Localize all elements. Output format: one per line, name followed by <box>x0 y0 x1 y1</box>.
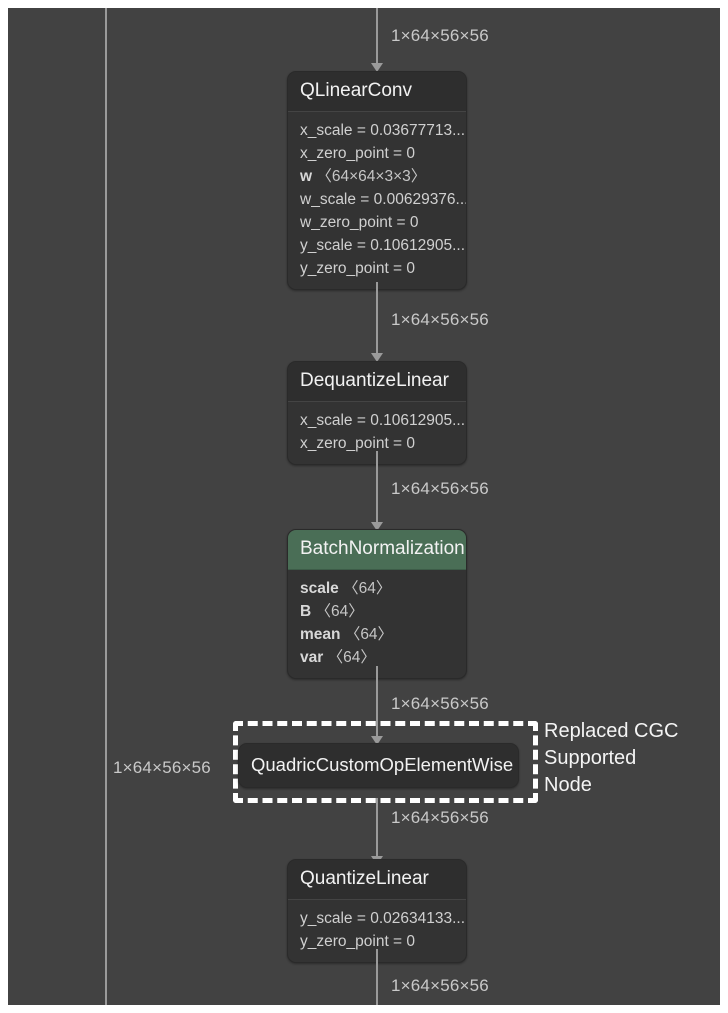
node-title-dequantizelinear: DequantizeLinear <box>288 362 466 402</box>
edge-arrowhead-qlinearconv <box>371 63 383 72</box>
annotation-line-2: Supported <box>544 747 637 769</box>
node-dequantizelinear[interactable]: DequantizeLinear x_scale = 0.10612905...… <box>287 361 467 465</box>
attr-b-dims: 〈64〉 <box>315 603 364 620</box>
edge-arrowhead-dequantizelinear <box>371 353 383 362</box>
edge-label-custom-side: 1×64×56×56 <box>113 758 211 777</box>
attr-var: var 〈64〉 <box>300 646 454 669</box>
attr-y-scale: y_scale = 0.02634133... <box>300 910 466 927</box>
node-quantizelinear[interactable]: QuantizeLinear y_scale = 0.02634133... y… <box>287 859 467 963</box>
attr-x-scale: x_scale = 0.10612905... <box>300 412 466 429</box>
attr-w-scale: w_scale = 0.00629376... <box>300 191 467 208</box>
edge-arrowhead-batchnormalization <box>371 522 383 531</box>
graph-canvas[interactable]: 1×64×56×56 QLinearConv x_scale = 0.03677… <box>8 8 720 1005</box>
edge-label-conv-to-dequant: 1×64×56×56 <box>391 310 489 329</box>
attr-y-scale: y_scale = 0.10612905... <box>300 237 466 254</box>
annotation-replaced-cgc-supported-node: Replaced CGC Supported Node <box>544 718 679 799</box>
attr-scale-name: scale <box>300 580 339 597</box>
node-qlinearconv[interactable]: QLinearConv x_scale = 0.03677713... x_ze… <box>287 71 467 290</box>
edge-qlinearconv-to-dequantizelinear <box>376 282 378 356</box>
node-title-qlinearconv: QLinearConv <box>288 72 466 112</box>
attr-mean-name: mean <box>300 626 341 643</box>
attr-var-name: var <box>300 649 324 666</box>
attr-mean-dims: 〈64〉 <box>344 626 394 643</box>
replaced-node-highlight-box <box>233 721 538 803</box>
edge-input-to-qlinearconv <box>376 8 378 66</box>
attr-scale: scale 〈64〉 <box>300 577 454 600</box>
attr-mean: mean 〈64〉 <box>300 623 454 646</box>
node-quadriccustomopelementwise[interactable]: QuadricCustomOpElementWise <box>238 743 519 788</box>
attr-w-zero-point: w_zero_point = 0 <box>300 214 419 231</box>
edge-dequantizelinear-to-batchnormalization <box>376 451 378 525</box>
attr-b: B 〈64〉 <box>300 600 454 623</box>
attr-x-zero-point: x_zero_point = 0 <box>300 435 416 452</box>
attr-scale-dims: 〈64〉 <box>343 580 392 597</box>
node-title-quadriccustomopelementwise: QuadricCustomOpElementWise <box>239 744 518 787</box>
edge-arrowhead-quadriccustomop <box>371 736 383 745</box>
attr-w-dims: 〈64×64×3×3〉 <box>316 168 427 185</box>
node-attrs-dequantizelinear: x_scale = 0.10612905... x_zero_point = 0 <box>288 402 466 464</box>
attr-w-name: w <box>300 168 313 185</box>
edge-batchnormalization-to-quadriccustomop <box>376 666 378 739</box>
annotation-line-1: Replaced CGC <box>544 720 679 742</box>
edge-label-custom-to-quant: 1×64×56×56 <box>391 808 489 827</box>
attr-y-zero-point: y_zero_point = 0 <box>300 933 416 950</box>
node-title-quantizelinear: QuantizeLinear <box>288 860 466 900</box>
edge-label-dequant-to-bn: 1×64×56×56 <box>391 479 489 498</box>
attr-w: w 〈64×64×3×3〉 <box>300 165 454 188</box>
edge-label-bn-to-custom: 1×64×56×56 <box>391 694 489 713</box>
annotation-line-3: Node <box>544 774 592 796</box>
node-attrs-qlinearconv: x_scale = 0.03677713... x_zero_point = 0… <box>288 112 466 289</box>
left-guide-line <box>105 8 107 1005</box>
edge-label-bottom: 1×64×56×56 <box>391 976 489 995</box>
attr-x-scale: x_scale = 0.03677713... <box>300 122 466 139</box>
node-batchnormalization[interactable]: BatchNormalization scale 〈64〉 B 〈64〉 mea… <box>287 529 467 679</box>
attr-var-dims: 〈64〉 <box>327 649 376 666</box>
edge-label-top: 1×64×56×56 <box>391 26 489 45</box>
node-attrs-batchnormalization: scale 〈64〉 B 〈64〉 mean 〈64〉 var 〈64〉 <box>288 570 466 678</box>
attr-y-zero-point: y_zero_point = 0 <box>300 260 416 277</box>
attr-b-name: B <box>300 603 312 620</box>
node-title-batchnormalization: BatchNormalization <box>288 530 466 570</box>
edge-quantizelinear-to-output <box>376 949 378 1005</box>
node-attrs-quantizelinear: y_scale = 0.02634133... y_zero_point = 0 <box>288 900 466 962</box>
edge-quadriccustomop-to-quantizelinear <box>376 798 378 860</box>
attr-x-zero-point: x_zero_point = 0 <box>300 145 416 162</box>
